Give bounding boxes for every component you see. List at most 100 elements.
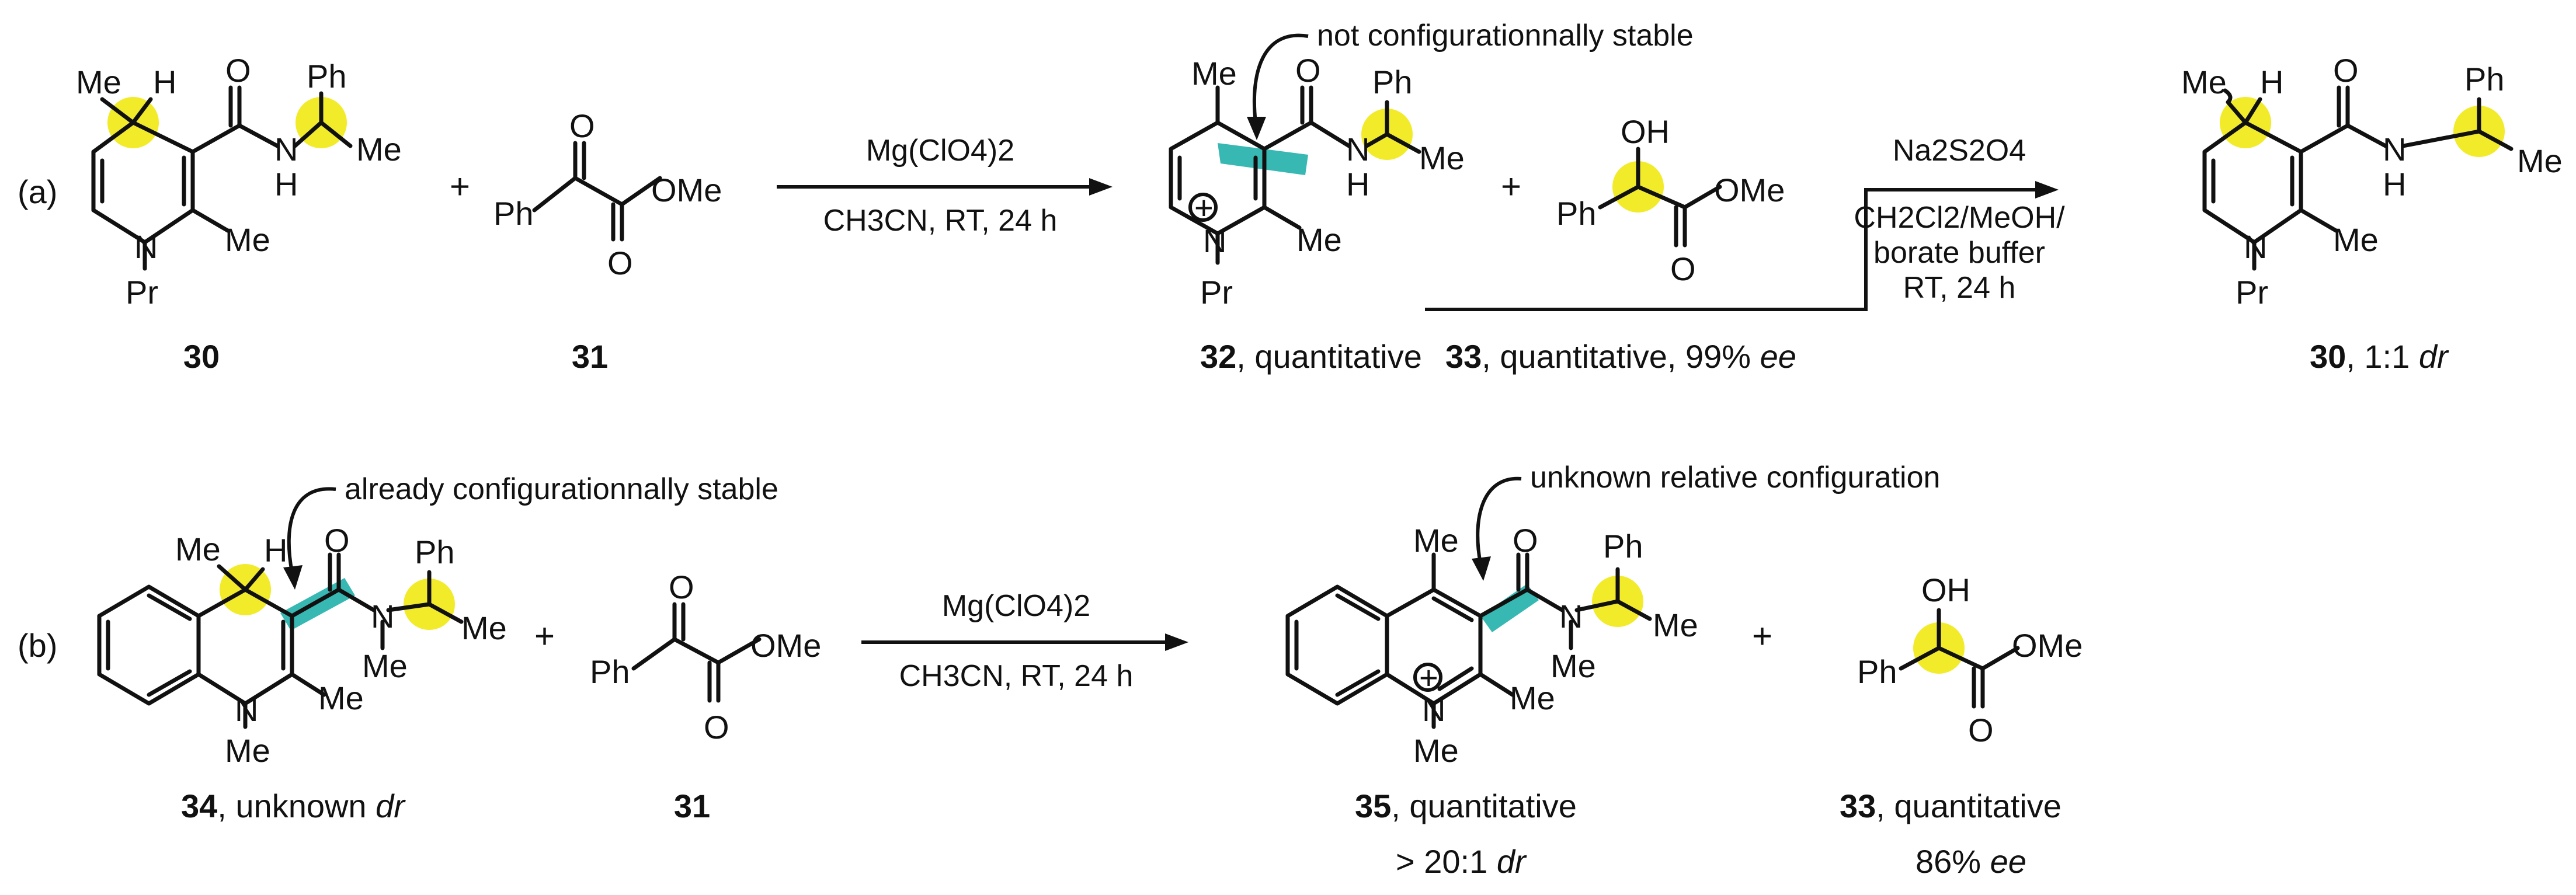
label-35-number: 35 [1355, 788, 1391, 824]
bond-amide-c [1478, 587, 1529, 618]
label-ph: Ph [590, 653, 630, 690]
positive-charge-circle [1188, 193, 1218, 222]
label-o: O [225, 52, 251, 89]
label-33-ee-line: 86% ee [1916, 843, 2026, 880]
condition-solvent: CH2Cl2/MeOH/ [1854, 201, 2065, 235]
bond-nh [237, 123, 280, 148]
label-o: O [324, 522, 350, 559]
plus-sign: + [534, 617, 555, 656]
label-33: 33, quantitative [1840, 788, 2062, 824]
label-35-dr: dr [1497, 843, 1527, 880]
reaction-arrow-b [861, 633, 1188, 651]
label-ph: Ph [415, 534, 455, 570]
dihydroquinoline-ring [196, 587, 294, 706]
label-me: Me [2181, 64, 2227, 100]
label-34-number: 34 [181, 788, 217, 824]
label-30-dr: dr [2419, 338, 2449, 375]
label-ph: Ph [1372, 64, 1413, 100]
pyridinium-ring [1169, 120, 1267, 236]
label-oh: OH [1921, 572, 1970, 608]
label-me: Me [225, 221, 270, 258]
benzo-ring [1285, 584, 1389, 706]
label-me: Me [362, 647, 408, 684]
label-ome: OMe [651, 172, 722, 208]
bond-nh [2345, 123, 2388, 148]
condition-solvent: CH3CN, RT, 24 h [823, 204, 1058, 238]
bond-nh [1309, 120, 1351, 148]
label-ph: Ph [1556, 195, 1597, 232]
label-h: H [2383, 166, 2406, 203]
bond-h [2243, 97, 2262, 125]
label-o: O [2333, 52, 2359, 89]
compound-31: O OMe Ph O [493, 107, 722, 281]
label-ph: Ph [1857, 653, 1897, 690]
curved-arrow [1247, 33, 1309, 140]
bond-ring-me [2299, 208, 2338, 233]
label-ph: Ph [307, 58, 347, 95]
label-32-number: 32 [1200, 338, 1236, 375]
bond-amide-c [190, 123, 242, 154]
label-me: Me [76, 64, 121, 100]
label-me: Me [2517, 142, 2563, 179]
compound-32: Me O Ph Me N H Me N + Pr [1169, 52, 1465, 311]
ketoester-chain [631, 637, 762, 671]
positive-charge-circle [1413, 663, 1442, 692]
bond-amide-c [1262, 120, 1313, 151]
label-o: O [1968, 712, 1994, 748]
ring-double-bond [1431, 596, 1474, 622]
label-ph: Ph [493, 195, 534, 232]
ketoester-chain [532, 176, 662, 213]
label-n: N [274, 131, 298, 168]
compound-35: Me O Ph Me N Me Me N + Me [1285, 522, 1698, 769]
bond-n [1525, 587, 1565, 612]
label-pr: Pr [126, 274, 158, 311]
condition-reagent: Mg(ClO4)2 [942, 589, 1090, 623]
label-me: Me [1551, 647, 1596, 684]
label-me: Me [356, 131, 402, 168]
label-h: H [2260, 64, 2283, 100]
row-b-tag: (b) [18, 627, 57, 664]
label-me: Me [225, 732, 270, 769]
label-ome: OMe [750, 627, 821, 664]
label-o: O [1295, 52, 1321, 89]
bond-ring-me [290, 672, 326, 697]
label-33-ee: ee [1990, 843, 2026, 880]
label-me: Me [1191, 55, 1237, 92]
note-not-stable: not configurationnally stable [1317, 19, 1694, 53]
label-o: O [1513, 522, 1538, 559]
label-o: O [669, 569, 694, 605]
label-h: H [274, 166, 298, 203]
aromatic-bond [147, 669, 192, 697]
label-plus: + [1419, 659, 1438, 696]
compound-30-product: Me H O Ph Me N H Me N Pr [2181, 52, 2563, 311]
label-n: N [1559, 598, 1583, 635]
row-a-tag: (a) [18, 173, 57, 210]
bond-ring-me [1262, 205, 1302, 230]
curved-arrow [1472, 476, 1522, 581]
compound-34: Me H O Ph Me N Me Me N Me [97, 522, 507, 769]
label-35-dr-line: > 20:1 dr [1396, 843, 1527, 880]
label-pr: Pr [1200, 274, 1233, 311]
label-me: Me [2333, 221, 2379, 258]
label-me: Me [1419, 140, 1465, 176]
label-34-text: , unknown [217, 788, 376, 824]
axis-highlight [1480, 584, 1539, 632]
label-n: N [1422, 691, 1445, 728]
label-35-ratio: > 20:1 [1396, 843, 1497, 880]
plus-sign: + [1752, 617, 1772, 656]
reaction-arrow-a2 [1425, 181, 2059, 311]
label-me: Me [1653, 607, 1698, 643]
label-h: H [264, 532, 287, 569]
label-n: N [2383, 131, 2406, 168]
bond-ring-me [190, 208, 230, 233]
label-33-ee: ee [1760, 338, 1796, 375]
label-plus: + [1194, 189, 1214, 226]
label-31: 31 [572, 338, 608, 375]
condition-reagent: Mg(ClO4)2 [866, 134, 1014, 168]
label-o: O [569, 107, 595, 144]
condition-solvent: CH3CN, RT, 24 h [899, 659, 1134, 693]
aromatic-bond [147, 593, 192, 621]
bond-amide-c [290, 587, 341, 618]
